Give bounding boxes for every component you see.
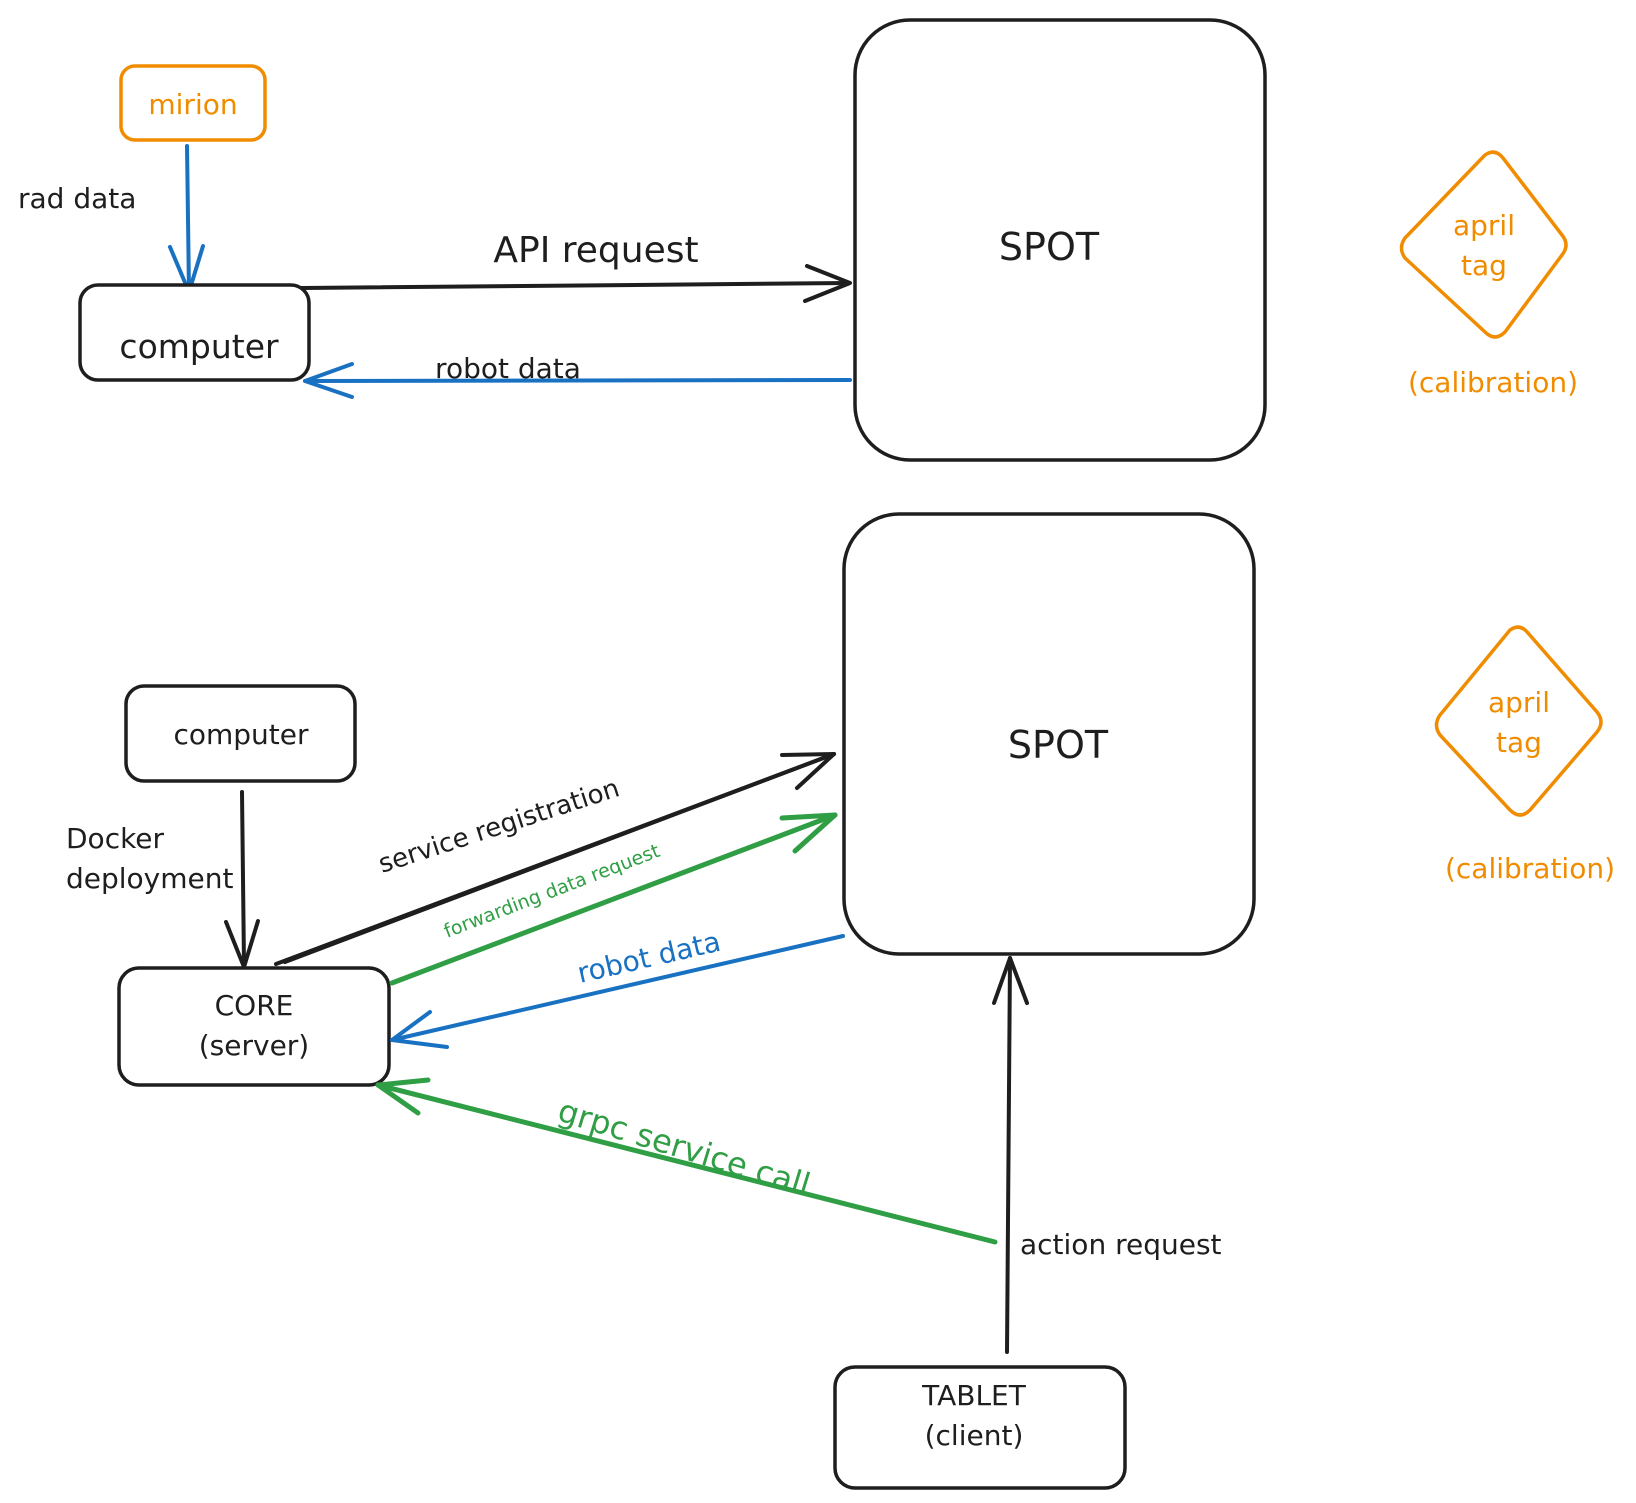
service-registration-arrow bbox=[274, 752, 836, 966]
api-request-arrow bbox=[300, 264, 852, 303]
forwarding-data-request-arrow bbox=[389, 812, 838, 986]
grpc-service-call-label: grpc service call bbox=[554, 1091, 815, 1204]
mirion-label: mirion bbox=[148, 88, 237, 121]
top-april-tag-line1: april bbox=[1453, 209, 1515, 242]
tablet-label-line1: TABLET bbox=[921, 1379, 1027, 1412]
top-computer-label: computer bbox=[119, 327, 279, 366]
core-label-line2: (server) bbox=[199, 1029, 309, 1062]
grpc-service-call-arrow bbox=[375, 1077, 998, 1245]
bottom-diagram: computer Docker deployment CORE (server)… bbox=[66, 512, 1615, 1490]
bottom-robot-data-arrow bbox=[390, 934, 845, 1049]
bottom-computer-node: computer bbox=[124, 684, 357, 783]
top-april-tag-node: april tag bbox=[1399, 150, 1568, 339]
bottom-computer-label: computer bbox=[173, 718, 309, 751]
top-robot-data-label: robot data bbox=[435, 352, 581, 385]
action-request-label: action request bbox=[1020, 1228, 1222, 1261]
bottom-spot-label: SPOT bbox=[1008, 723, 1109, 767]
top-spot-node: SPOT bbox=[853, 18, 1267, 462]
core-node: CORE (server) bbox=[117, 966, 391, 1087]
bottom-april-tag-node: april tag bbox=[1434, 625, 1603, 817]
bottom-april-tag-line1: april bbox=[1488, 686, 1550, 719]
mirion-node: mirion bbox=[119, 64, 267, 142]
bottom-april-tag-line2: tag bbox=[1496, 726, 1542, 759]
top-april-tag-line2: tag bbox=[1461, 249, 1507, 282]
service-registration-label: service registration bbox=[375, 773, 623, 879]
docker-label-line1: Docker bbox=[66, 822, 165, 855]
rad-data-arrow bbox=[168, 144, 205, 294]
api-request-label: API request bbox=[493, 230, 698, 271]
rad-data-label: rad data bbox=[18, 182, 136, 215]
tablet-node: TABLET (client) bbox=[833, 1365, 1127, 1490]
bottom-calibration-label: (calibration) bbox=[1445, 852, 1615, 885]
top-robot-data-arrow bbox=[303, 362, 852, 399]
top-spot-label: SPOT bbox=[999, 225, 1100, 269]
action-request-arrow bbox=[992, 956, 1029, 1354]
docker-label-line2: deployment bbox=[66, 862, 234, 895]
bottom-spot-node: SPOT bbox=[842, 512, 1256, 956]
top-computer-node: computer bbox=[78, 283, 311, 382]
top-calibration-label: (calibration) bbox=[1408, 366, 1578, 399]
core-label-line1: CORE bbox=[215, 989, 294, 1022]
top-diagram: mirion rad data computer API request rob… bbox=[18, 18, 1578, 462]
tablet-label-line2: (client) bbox=[925, 1419, 1024, 1452]
